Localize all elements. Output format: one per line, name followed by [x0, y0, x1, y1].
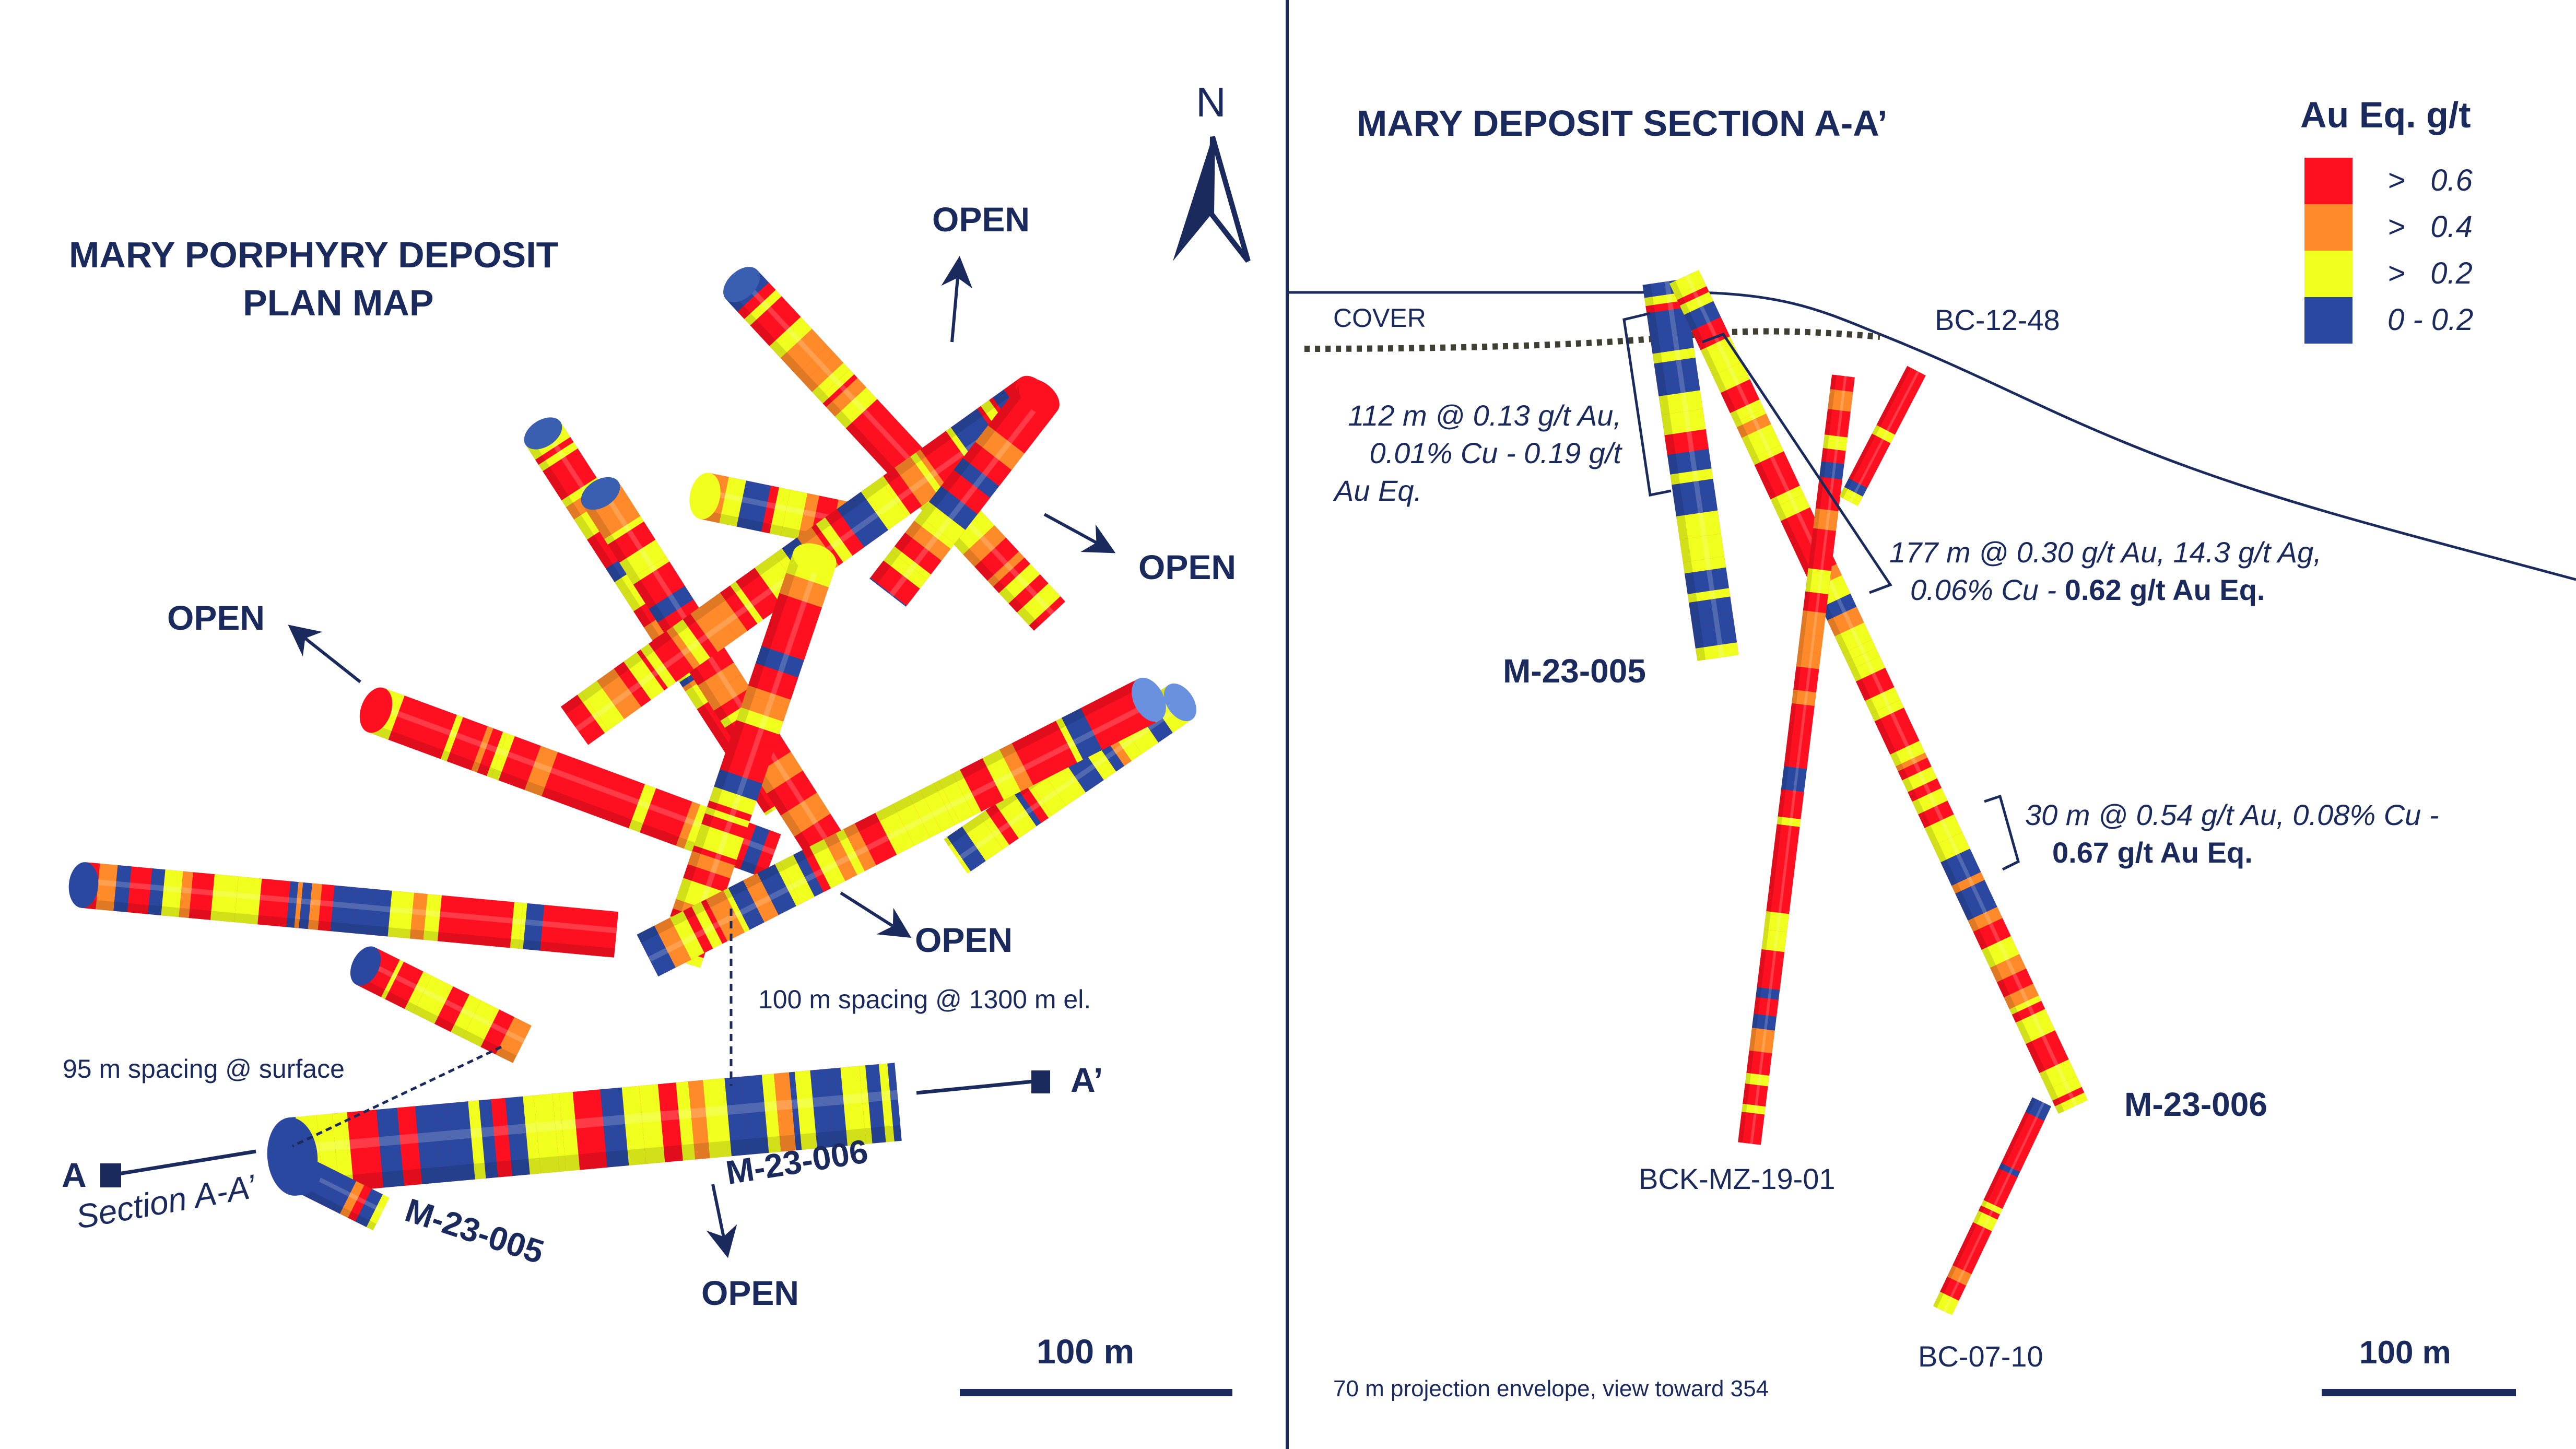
spacing-elevation-label: 100 m spacing @ 1300 m el.: [758, 985, 1091, 1014]
section-scale-label: 100 m: [2359, 1335, 2451, 1371]
intercept-text: 0.06% Cu -: [1910, 573, 2065, 606]
intercept-line: 177 m @ 0.30 g/t Au, 14.3 g/t Ag,: [1889, 536, 2322, 569]
panel-divider: [1286, 0, 1289, 1449]
bracket-m-23-006-high-grade-intercept: [1984, 794, 2020, 871]
section-drillhole-bck-mz-19-01: [1738, 374, 1855, 1145]
plan-drillhole: [295, 1160, 390, 1231]
plan-map-title-line2: PLAN MAP: [243, 282, 434, 323]
open-label-west: OPEN: [167, 598, 265, 637]
intercept-line: 30 m @ 0.54 g/t Au, 0.08% Cu -: [2025, 798, 2439, 831]
plan-drillhole: [350, 946, 532, 1063]
legend-label: > 0.4: [2387, 210, 2473, 244]
section-hole-label-m-23-006: M-23-006: [2124, 1086, 2267, 1123]
intercept-aueq: 0.67 g/t Au Eq.: [2052, 836, 2253, 869]
cover-boundary-line: [1304, 328, 1880, 352]
section-title: MARY DEPOSIT SECTION A-A’: [1357, 103, 1888, 144]
open-label-south: OPEN: [701, 1274, 799, 1312]
legend-title: Au Eq. g/t: [2300, 95, 2471, 135]
section-hole-label-m-23-005: M-23-005: [1503, 652, 1646, 690]
section-drillhole-bc-12-48: [1839, 366, 1926, 506]
plan-scale-label: 100 m: [1037, 1332, 1135, 1371]
plan-drillhole: [68, 862, 619, 958]
topography-line: [1289, 291, 2576, 581]
section-drillhole-m-23-006: [1669, 269, 2088, 1114]
bracket-m-23-005-intercept: [1622, 312, 1672, 497]
cover-label: COVER: [1333, 303, 1426, 333]
intercept-line: Au Eq.: [1334, 474, 1422, 507]
section-hole-label-bc-07-10: BC-07-10: [1918, 1340, 2043, 1373]
section-drillhole-m-23-005: [1642, 279, 1739, 661]
legend-label: > 0.2: [2387, 256, 2473, 290]
intercept-aueq: 0.62 g/t Au Eq.: [2064, 573, 2265, 606]
intercept-line: 0.67 g/t Au Eq.: [2025, 834, 2439, 871]
intercept-line: 0.01% Cu - 0.19 g/t: [1369, 437, 1621, 469]
plan-scale-bar: [960, 1389, 1232, 1396]
intercept-m-23-006-high-grade: 30 m @ 0.54 g/t Au, 0.08% Cu - 0.67 g/t …: [2025, 796, 2439, 871]
plan-drillhole: [869, 379, 1060, 607]
north-label: N: [1196, 79, 1226, 125]
section-drillhole-bc-07-10: [1933, 1097, 2052, 1315]
section-label-a-prime: A’: [1071, 1061, 1103, 1099]
intercept-m-23-006-main: 177 m @ 0.30 g/t Au, 14.3 g/t Ag, 0.06% …: [1889, 534, 2322, 609]
section-label-a: A: [62, 1156, 87, 1194]
section-scale-bar: [2322, 1389, 2516, 1396]
legend-swatch: [2304, 251, 2352, 297]
section-hole-label-bck-mz-19-01: BCK-MZ-19-01: [1639, 1162, 1836, 1195]
legend-swatch: [2304, 204, 2352, 251]
plan-drillhole: [657, 543, 837, 968]
open-label-southeast: OPEN: [915, 921, 1013, 959]
legend-swatch: [2304, 158, 2352, 204]
spacing-surface-label: 95 m spacing @ surface: [63, 1054, 345, 1083]
intercept-m-23-005: 112 m @ 0.13 g/t Au, 0.01% Cu - 0.19 g/t…: [1303, 397, 1621, 510]
legend-label: 0 - 0.2: [2387, 303, 2474, 337]
plan-drillhole: [723, 267, 1066, 631]
intercept-line: 0.06% Cu - 0.62 g/t Au Eq.: [1889, 571, 2322, 609]
section-footnote: 70 m projection envelope, view toward 35…: [1333, 1376, 1769, 1401]
plan-drillhole: [637, 677, 1166, 977]
plan-drillhole: [359, 687, 781, 879]
intercept-line: 112 m @ 0.13 g/t Au,: [1348, 399, 1621, 432]
bracket-m-23-006-main-intercept: [1702, 332, 1892, 594]
plan-map-title-line1: MARY PORPHYRY DEPOSIT: [69, 234, 559, 275]
open-label-north: OPEN: [932, 200, 1030, 239]
legend-swatch: [2304, 297, 2352, 344]
legend-label: > 0.6: [2387, 163, 2473, 197]
section-hole-label-bc-12-48: BC-12-48: [1935, 303, 2060, 336]
plan-drillhole: [267, 1063, 902, 1196]
open-label-east: OPEN: [1138, 548, 1237, 586]
